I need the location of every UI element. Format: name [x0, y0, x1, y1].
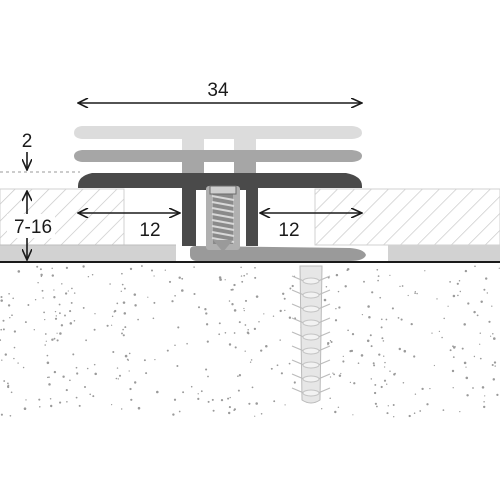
underlay-right	[388, 245, 500, 261]
dim-overall-width-label: 34	[207, 80, 229, 101]
dim-height-offset-label: 2	[22, 131, 33, 152]
floor-covering-right	[314, 188, 500, 246]
screw	[209, 185, 237, 252]
dim-floor-thickness-label: 7-16	[14, 217, 52, 238]
underlay-left	[0, 245, 176, 261]
screed-texture	[0, 265, 500, 418]
dim-right-gap-label: 12	[278, 220, 299, 241]
dim-left-gap-label: 12	[139, 220, 160, 241]
screed	[0, 262, 500, 420]
wall-plug	[291, 265, 331, 404]
profile-mid-ghost	[74, 150, 362, 173]
dim-floor-thickness-bg	[7, 214, 55, 238]
